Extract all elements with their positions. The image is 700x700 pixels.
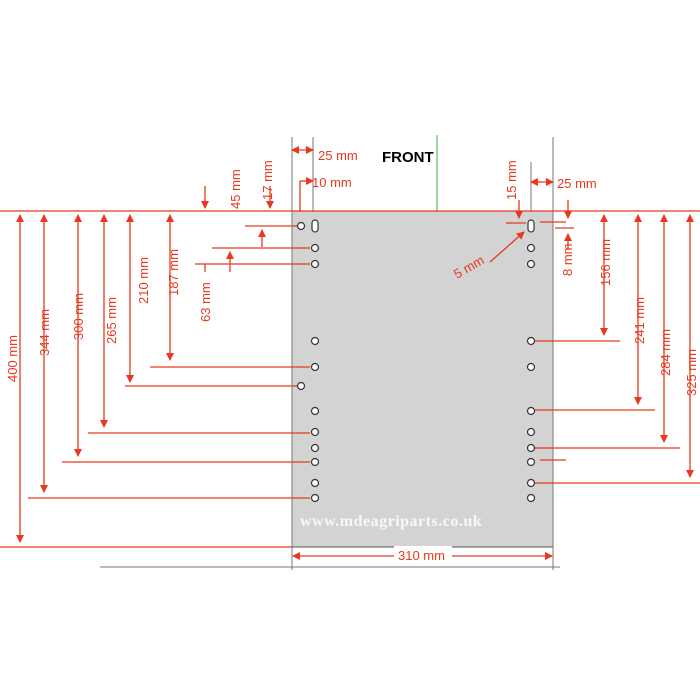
label-right-284: 284 mm (658, 329, 673, 376)
top-left-dimensions (291, 146, 314, 212)
slot-top-right (527, 219, 535, 233)
hole (310, 427, 320, 437)
label-left-187: 187 mm (166, 249, 181, 296)
label-top-right-15: 15 mm (504, 160, 519, 200)
hole (526, 336, 536, 346)
hole (310, 443, 320, 453)
right-dimensions (535, 214, 700, 484)
hole (310, 336, 320, 346)
label-right-156: 156 mm (598, 239, 613, 286)
hole (310, 362, 320, 372)
label-top-right-25: 25 mm (557, 176, 597, 191)
watermark: www.mdeagriparts.co.uk (300, 513, 482, 530)
width-label-bg (394, 546, 452, 564)
label-left-45: 45 mm (228, 169, 243, 209)
left-dimensions (0, 186, 310, 548)
hole (310, 406, 320, 416)
hole (526, 243, 536, 253)
hole (296, 381, 306, 391)
hole (526, 443, 536, 453)
label-left-344: 344 mm (37, 309, 52, 356)
hole (526, 259, 536, 269)
label-right-325: 325 mm (684, 349, 699, 396)
hole (296, 221, 306, 231)
label-top-left-25: 25 mm (318, 148, 358, 163)
plate (291, 210, 554, 548)
hole (526, 406, 536, 416)
holes-right-column (526, 219, 536, 503)
label-width-310: 310 mm (398, 548, 445, 563)
label-left-17: 17 mm (260, 160, 275, 200)
hole (310, 243, 320, 253)
top-right-dimensions (489, 178, 574, 263)
slot-top-left (311, 219, 319, 233)
label-left-400: 400 mm (5, 335, 20, 382)
holes-left-column (310, 219, 320, 503)
label-slot-8: 8 mm (560, 244, 575, 277)
hole (310, 259, 320, 269)
holes-left-edge (296, 221, 306, 391)
label-left-63: 63 mm (198, 282, 213, 322)
label-top-left-10: 10 mm (312, 175, 352, 190)
label-left-265: 265 mm (104, 297, 119, 344)
label-left-210: 210 mm (136, 257, 151, 304)
hole (526, 457, 536, 467)
hole (310, 457, 320, 467)
hole (526, 427, 536, 437)
hole (310, 478, 320, 488)
hole (526, 493, 536, 503)
label-right-241: 241 mm (632, 297, 647, 344)
hole (526, 362, 536, 372)
label-left-300: 300 mm (71, 293, 86, 340)
hole (310, 493, 320, 503)
front-title: FRONT (382, 149, 434, 166)
hole (526, 478, 536, 488)
